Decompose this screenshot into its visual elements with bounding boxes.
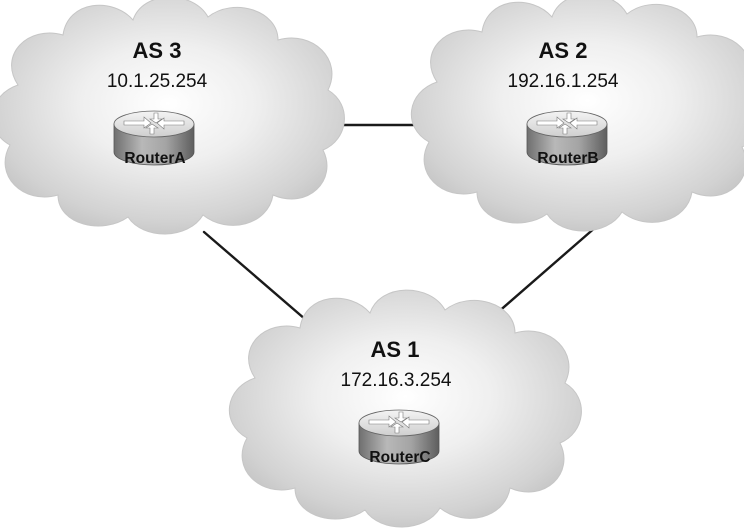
as2-label: AS 2 [539, 38, 588, 63]
as3-label: AS 3 [133, 38, 182, 63]
as1-label: AS 1 [371, 337, 420, 362]
as1-cloud [228, 289, 582, 528]
as1-ip: 172.16.3.254 [341, 370, 452, 391]
as2-ip: 192.16.1.254 [508, 71, 619, 92]
as3-ip: 10.1.25.254 [107, 71, 208, 92]
link-as3-as1 [202, 230, 322, 334]
router-a-label: RouterA [124, 150, 185, 167]
router-c-label: RouterC [369, 449, 430, 466]
cloud-shape [228, 289, 582, 528]
router-b-label: RouterB [537, 150, 598, 167]
